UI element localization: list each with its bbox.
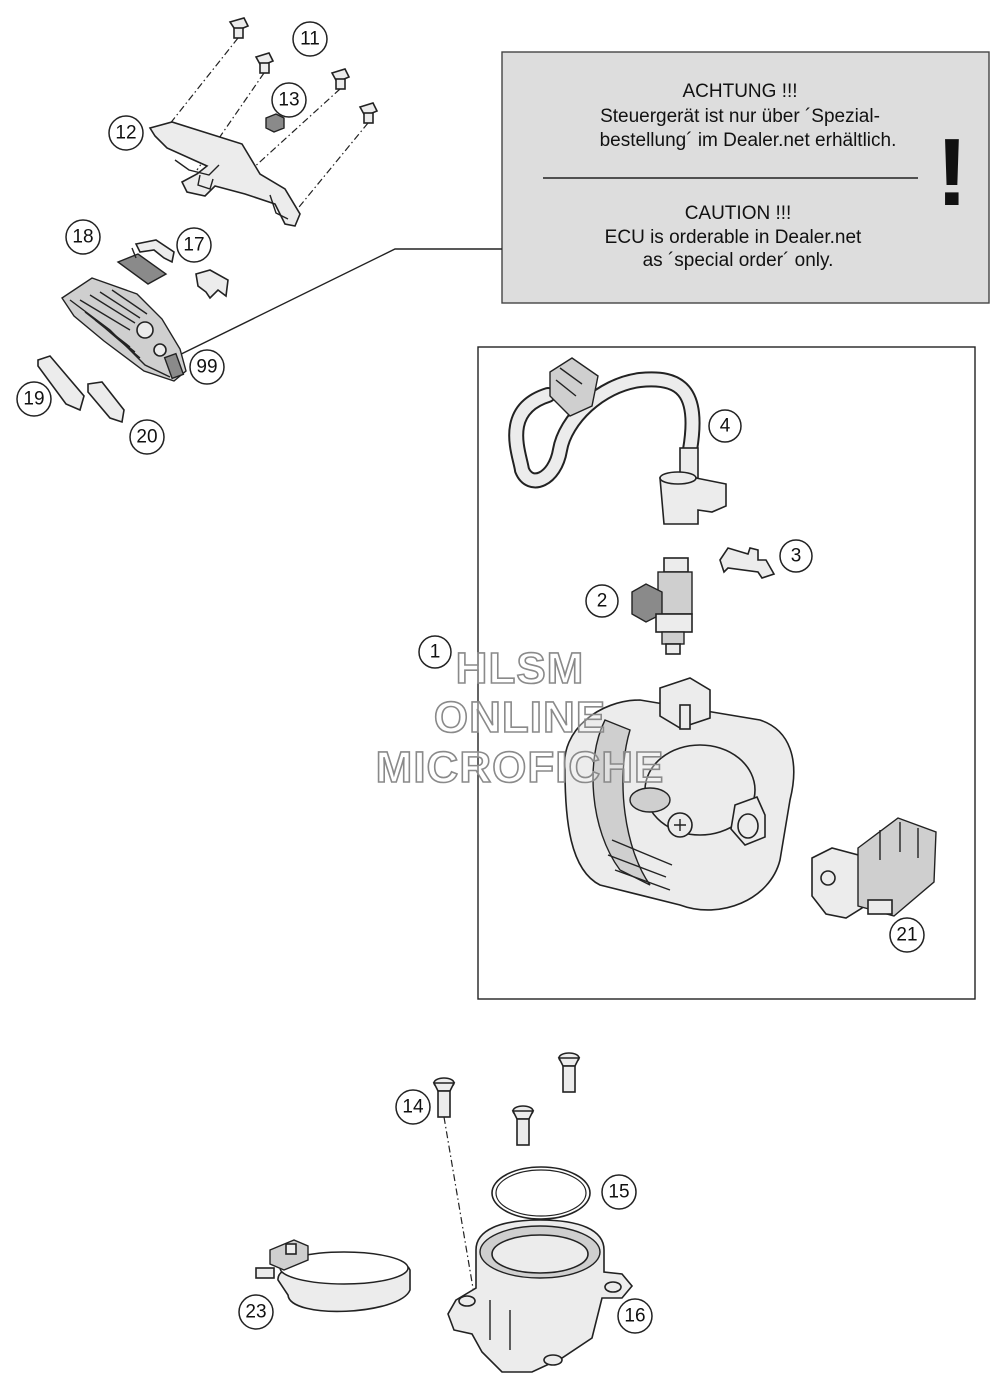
callout-99: 99 — [189, 349, 225, 385]
callout-21: 21 — [889, 917, 925, 953]
intake-flange-screw — [557, 1052, 581, 1093]
callout-2: 2 — [585, 584, 619, 618]
svg-text:1: 1 — [430, 642, 441, 663]
exclamation-icon: ! — [936, 119, 968, 226]
callout-16: 16 — [617, 1298, 653, 1334]
svg-text:11: 11 — [300, 29, 320, 50]
intake-flange-screw — [511, 1105, 535, 1146]
svg-text:3: 3 — [791, 546, 802, 567]
notice-leader-line — [164, 248, 502, 363]
svg-text:12: 12 — [115, 123, 136, 144]
notice-german-title: ACHTUNG !!! — [682, 81, 797, 102]
throttle-body — [563, 677, 795, 911]
ecu-holder-clip — [134, 239, 175, 264]
watermark-line-1: HLSM — [456, 644, 585, 693]
notice-box: ACHTUNG !!! Steuergerät ist nur über ´Sp… — [501, 51, 990, 304]
svg-text:20: 20 — [136, 427, 157, 448]
fuel-injector — [631, 557, 693, 655]
svg-text:16: 16 — [624, 1306, 645, 1327]
svg-text:23: 23 — [245, 1302, 266, 1323]
bracket-screw — [358, 102, 379, 124]
notice-english-title: CAUTION !!! — [685, 203, 792, 224]
callout-17: 17 — [176, 227, 212, 263]
svg-text:2: 2 — [597, 591, 608, 612]
intake-flange-screw — [432, 1077, 456, 1118]
intake-flange — [447, 1219, 634, 1373]
ecu-bracket-assembly — [148, 17, 379, 227]
callout-19: 19 — [16, 381, 52, 417]
o-ring — [491, 1166, 591, 1220]
injector-clip — [719, 547, 776, 579]
map-sensor — [811, 817, 937, 919]
svg-text:4: 4 — [720, 416, 731, 437]
svg-text:17: 17 — [183, 235, 204, 256]
callout-1: 1 — [418, 635, 452, 669]
svg-text:19: 19 — [23, 389, 44, 410]
callout-3: 3 — [779, 539, 813, 573]
watermark-line-2: ONLINE — [434, 693, 606, 742]
svg-text:15: 15 — [608, 1182, 629, 1203]
callout-14: 14 — [395, 1089, 431, 1125]
callout-4: 4 — [708, 409, 742, 443]
bracket-screw — [330, 68, 351, 90]
ecu-rubber-pad — [116, 253, 168, 285]
ecu-unit — [61, 277, 187, 382]
callout-13: 13 — [271, 82, 307, 118]
watermark: HLSM ONLINE MICROFICHE — [375, 643, 665, 793]
bracket-nut — [265, 113, 285, 133]
ecu-rubber-strip — [87, 381, 125, 424]
callout-20: 20 — [129, 419, 165, 455]
svg-text:14: 14 — [402, 1097, 424, 1118]
svg-text:99: 99 — [196, 357, 217, 378]
watermark-line-3: MICROFICHE — [376, 743, 665, 792]
svg-text:18: 18 — [72, 227, 93, 248]
callout-18: 18 — [65, 219, 101, 255]
callout-12: 12 — [108, 115, 144, 151]
bracket-screw — [228, 17, 250, 39]
hose-clamp — [255, 1239, 411, 1313]
svg-text:21: 21 — [896, 925, 917, 946]
svg-text:13: 13 — [278, 90, 299, 111]
bracket-screw — [254, 52, 275, 74]
notice-german-line-1: Steuergerät ist nur über ´Spezial- — [600, 106, 880, 127]
ecu-assembly — [37, 239, 229, 424]
ecu-holder-clip — [195, 269, 229, 300]
throttle-body-frame — [477, 346, 976, 1000]
fuel-hose — [508, 357, 727, 525]
notice-english-line-2: as ´special order´ only. — [643, 250, 834, 271]
callout-15: 15 — [601, 1174, 637, 1210]
callout-11: 11 — [292, 21, 328, 57]
notice-english-line-1: ECU is orderable in Dealer.net — [605, 227, 862, 248]
ecu-rubber-strip — [37, 355, 85, 412]
notice-german-line-2: bestellung´ im Dealer.net erhältlich. — [600, 130, 897, 151]
callout-23: 23 — [238, 1294, 274, 1330]
